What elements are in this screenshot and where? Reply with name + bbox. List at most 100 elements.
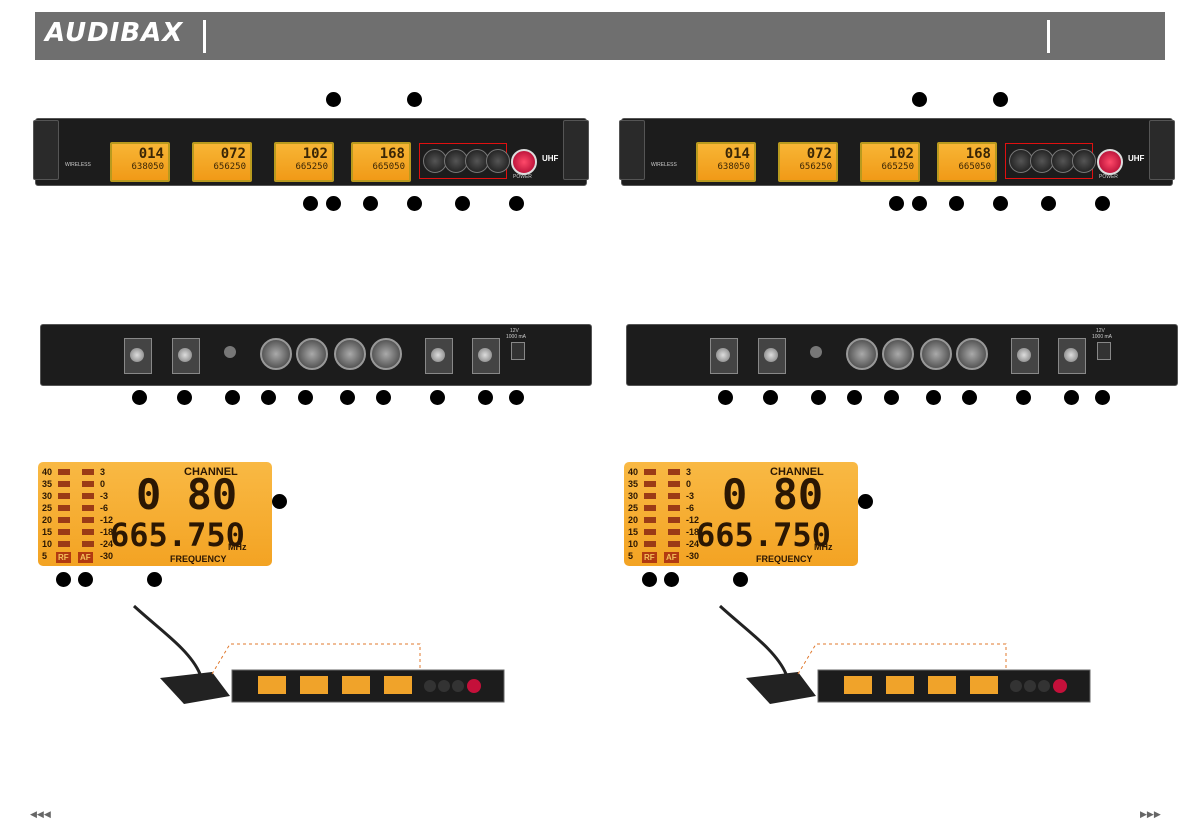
mic-base	[746, 672, 816, 704]
mini-lcd	[886, 676, 914, 694]
volume-knob-b[interactable]	[1030, 149, 1054, 173]
callout-marker	[763, 390, 778, 405]
af-bar-segment	[82, 541, 94, 547]
af-bar-segment	[82, 517, 94, 523]
rf-bar-segment	[58, 481, 70, 487]
callout-marker	[303, 196, 318, 211]
af-scale-label: -6	[100, 503, 109, 513]
callout-marker	[642, 572, 657, 587]
volume-knob-d[interactable]	[1072, 149, 1096, 173]
mic-base	[160, 672, 230, 704]
af-bar-segment	[82, 481, 94, 487]
rf-bar-segment	[644, 469, 656, 475]
rack-ear-right	[563, 120, 589, 180]
callout-marker	[1016, 390, 1031, 405]
callout-marker	[407, 196, 422, 211]
af-scale-label: -6	[686, 503, 695, 513]
af-scale-label: -18	[686, 527, 700, 537]
dc-input-jack	[1097, 342, 1111, 360]
volume-knob-a[interactable]	[1009, 149, 1033, 173]
callout-marker	[811, 390, 826, 405]
callout-marker	[132, 390, 147, 405]
ant-d-connector	[472, 338, 500, 374]
af-scale-label: 0	[100, 479, 106, 489]
callout-marker	[340, 390, 355, 405]
callout-marker	[298, 390, 313, 405]
uhf-badge: UHF	[542, 154, 559, 163]
ant-a-connector	[710, 338, 738, 374]
mix-out-jack	[810, 346, 822, 358]
callout-marker	[147, 572, 162, 587]
callout-marker	[912, 92, 927, 107]
ant-a-connector	[124, 338, 152, 374]
rf-scale-label: 10	[628, 539, 639, 549]
af-scale-label: 3	[686, 467, 692, 477]
af-bar-segment	[668, 541, 680, 547]
rf-scale-label: 15	[628, 527, 639, 537]
header-divider-right	[1047, 20, 1050, 53]
callout-marker	[858, 494, 873, 509]
rf-scale-label: 15	[42, 527, 53, 537]
volume-knob-d[interactable]	[486, 149, 510, 173]
callout-marker	[261, 390, 276, 405]
header-bar: AUDIBAX	[35, 12, 1165, 60]
mini-knob	[438, 680, 450, 692]
rack-ear-left	[619, 120, 645, 180]
bal-d-connector	[260, 338, 292, 370]
rack-ear-left	[33, 120, 59, 180]
ant-b-connector	[172, 338, 200, 374]
af-bar-segment	[82, 529, 94, 535]
rf-scale-label: 35	[42, 479, 53, 489]
frequency-label: FREQUENCY	[170, 554, 227, 564]
rf-tag: RF	[642, 552, 657, 563]
rf-scale-label: 25	[628, 503, 639, 513]
af-tag: AF	[78, 552, 93, 563]
rf-bar-segment	[644, 541, 656, 547]
next-page-arrows[interactable]: ▶▶▶	[1140, 810, 1161, 820]
mini-lcd	[384, 676, 412, 694]
gooseneck-stem	[718, 604, 788, 675]
mini-lcd	[300, 676, 328, 694]
callout-marker	[926, 390, 941, 405]
rf-bar-segment	[58, 505, 70, 511]
frequency-value: 665.750	[110, 516, 245, 554]
prev-page-arrows[interactable]: ◀◀◀	[30, 810, 51, 820]
bal-c-connector	[882, 338, 914, 370]
af-scale-label: -12	[100, 515, 114, 525]
channel-label: CHANNEL	[770, 466, 824, 478]
af-scale-label: -24	[100, 539, 114, 549]
lcd-detail: 40 35 30 25 20 15 10 5 3 0 -3 -6 -12 -18…	[38, 462, 272, 566]
channel-value: 0 80	[722, 470, 824, 519]
mix-out-jack	[224, 346, 236, 358]
callout-marker	[847, 390, 862, 405]
system-illustration	[132, 604, 505, 704]
rf-bar-segment	[58, 493, 70, 499]
mini-power	[1053, 679, 1067, 693]
gooseneck-stem	[132, 604, 202, 675]
callout-marker	[509, 390, 524, 405]
lcd-detail: 40 35 30 25 20 15 10 5 3 0 -3 -6 -12 -18…	[624, 462, 858, 566]
callout-marker	[455, 196, 470, 211]
power-button[interactable]	[511, 149, 537, 175]
af-bar-segment	[668, 493, 680, 499]
power-spec-line2: 1000 mA	[506, 334, 527, 340]
af-scale-label: -18	[100, 527, 114, 537]
af-scale-label: -12	[686, 515, 700, 525]
af-bar-segment	[668, 481, 680, 487]
rf-scale-label: 5	[42, 551, 48, 561]
system-illustration	[718, 604, 1091, 704]
power-button[interactable]	[1097, 149, 1123, 175]
callout-marker	[1064, 390, 1079, 405]
ant-c-connector	[425, 338, 453, 374]
bal-c-connector	[296, 338, 328, 370]
af-scale-label: -3	[686, 491, 695, 501]
callout-marker	[509, 196, 524, 211]
rf-scale-label: 25	[42, 503, 53, 513]
callout-marker	[718, 390, 733, 405]
callout-marker	[1095, 390, 1110, 405]
model-label: WIRELESS	[651, 162, 677, 168]
